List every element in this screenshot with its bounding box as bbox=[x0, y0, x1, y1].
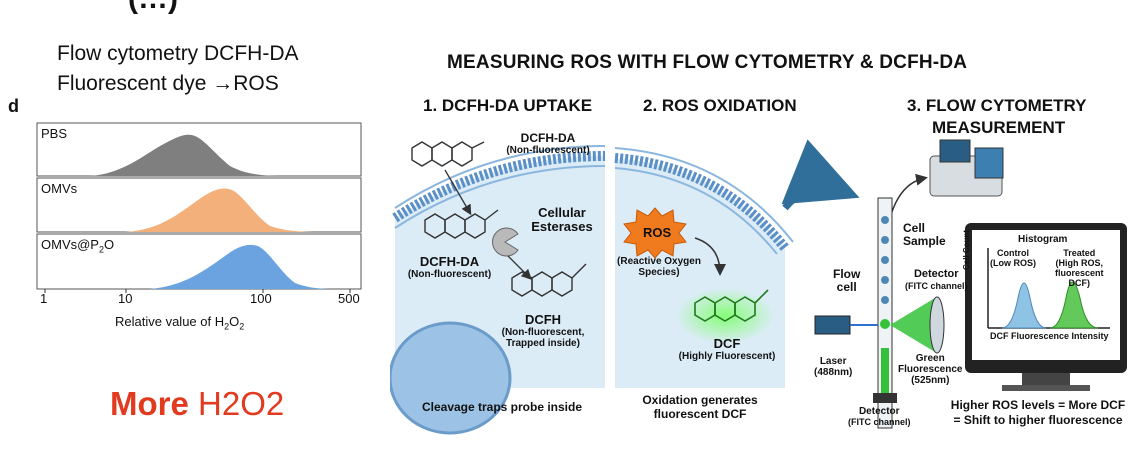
x-axis-title: Relative value of H2O2 bbox=[115, 314, 245, 332]
step1-title: 1. DCFH-DA UPTAKE bbox=[423, 96, 593, 115]
bottom-detector-icon bbox=[873, 393, 897, 403]
histogram-curve-pbs bbox=[90, 134, 290, 176]
histogram-curve-omvs-p2o bbox=[150, 244, 335, 289]
nucleus bbox=[390, 321, 512, 435]
control-label: Control (Low ROS) bbox=[990, 248, 1036, 268]
dcfh-da-top-label: DCFH-DA (Non-fluorescent) bbox=[506, 131, 590, 156]
flow-cell-label: Flow cell bbox=[833, 267, 861, 294]
monitor-histogram-title: Histogram bbox=[1018, 234, 1068, 245]
to-cytometer-arrow bbox=[781, 139, 860, 211]
laser-label: Laser (488nm) bbox=[814, 356, 853, 378]
cell-panel-uptake bbox=[390, 145, 606, 435]
cell-sample-label: Cell Sample bbox=[903, 221, 946, 248]
caption-oxidation: Oxidation generates fluorescent DCF bbox=[642, 393, 758, 421]
histogram-label-omvs: OMVs bbox=[41, 181, 78, 196]
esterase-pacman bbox=[492, 227, 519, 257]
histogram-label-pbs: PBS bbox=[41, 126, 68, 141]
monitor-x-axis-label: DCF Fluorescence Intensity bbox=[990, 331, 1109, 341]
control-peak bbox=[1001, 282, 1047, 329]
cytometer-device-icon bbox=[929, 139, 1004, 197]
dcfh-da-inside-label: DCFH-DA (Non-fluorescent) bbox=[407, 254, 492, 280]
infographic-title: MEASURING ROS WITH FLOW CYTOMETRY & DCFH… bbox=[447, 52, 968, 73]
ros-full-label: (Reactive Oxygen Species) bbox=[617, 256, 701, 278]
x-tick-100: 100 bbox=[250, 291, 272, 306]
esterases-label: Cellular Esterases bbox=[531, 205, 593, 234]
histogram-label-omvs-p2o: OMVs@P2O bbox=[41, 237, 115, 255]
step3-title-line2: MEASUREMENT bbox=[932, 118, 1066, 137]
x-tick-10: 10 bbox=[118, 291, 133, 306]
caption-uptake: Cleavage traps probe inside bbox=[421, 400, 583, 414]
histogram-panel bbox=[36, 122, 362, 293]
panel-letter: d bbox=[8, 96, 19, 116]
bottom-note: Higher ROS levels = More DCF = Shift to … bbox=[950, 398, 1126, 427]
monitor-icon bbox=[965, 223, 1127, 391]
ros-burst-icon bbox=[623, 207, 687, 259]
treated-label: Treated (High ROS, fluorescent DCF) bbox=[1055, 248, 1104, 288]
note-line-2: Fluorescent dye →ROS bbox=[57, 72, 279, 95]
cropped-heading-fragment: (…) bbox=[128, 0, 178, 16]
dcfh-da-molecule-inside bbox=[424, 209, 499, 239]
x-tick-500: 500 bbox=[338, 291, 360, 306]
dcfh-da-molecule-outside bbox=[411, 141, 485, 167]
dcf-molecule bbox=[694, 289, 769, 322]
ros-infographic-art bbox=[390, 139, 1127, 435]
note-line-1: Flow cytometry DCFH-DA bbox=[57, 42, 299, 65]
laser-icon bbox=[814, 315, 851, 335]
dcf-label: DCF (Highly Fluorescent) bbox=[678, 336, 776, 362]
side-detector-label: Detector (FITC channel) bbox=[905, 268, 968, 291]
dcfh-label: DCFH (Non-fluorescent, Trapped inside) bbox=[501, 312, 585, 349]
x-tick-1: 1 bbox=[40, 291, 48, 306]
green-fluorescence-label: Green Fluorescence (525nm) bbox=[898, 353, 963, 386]
green-fluorescence-beam bbox=[890, 298, 935, 352]
dcfh-molecule bbox=[511, 263, 587, 297]
more-h2o2-note: More H2O2 bbox=[110, 385, 285, 422]
bottom-detector-label: Detector (FITC channel) bbox=[848, 406, 911, 427]
step3-title-line1: 3. FLOW CYTOMETRY bbox=[907, 96, 1087, 115]
histogram-box-omvs-p2o bbox=[36, 233, 362, 290]
step2-title: 2. ROS OXIDATION bbox=[643, 96, 797, 115]
side-detector-icon bbox=[929, 296, 945, 354]
ros-badge-label: ROS bbox=[643, 225, 672, 240]
histogram-curve-omvs bbox=[125, 188, 320, 232]
monitor-y-axis-label: Cell Count bbox=[962, 230, 971, 270]
monitor-histogram-chart bbox=[987, 248, 1110, 329]
treated-peak bbox=[1049, 281, 1099, 329]
